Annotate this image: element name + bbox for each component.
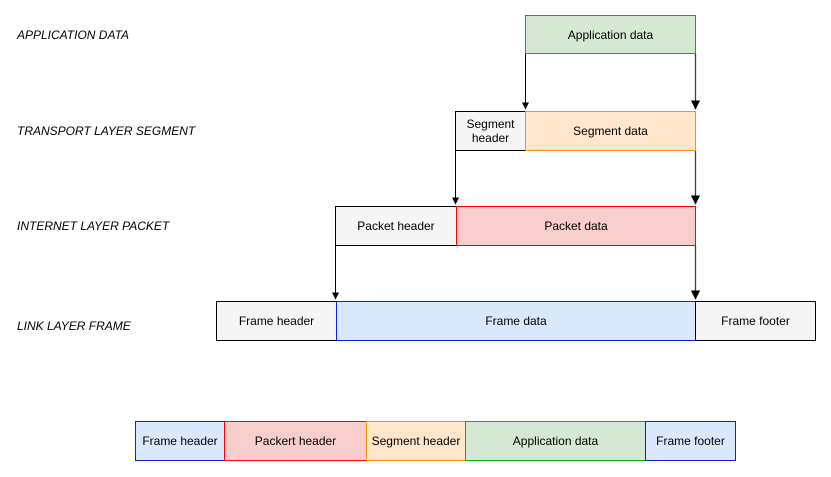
packet-header-box: Packet header — [335, 206, 457, 246]
encapsulated-frame-header-segment: Frame header — [135, 421, 225, 461]
frame-footer-box: Frame footer — [695, 301, 816, 341]
encapsulated-application-data-segment: Application data — [465, 421, 646, 461]
segment-header-box: Segment header — [455, 111, 526, 151]
frame-header-box: Frame header — [216, 301, 337, 341]
label-application-data: APPLICATION DATA — [17, 28, 130, 42]
segment-data-box: Segment data — [525, 111, 696, 151]
encapsulated-frame-footer-segment: Frame footer — [645, 421, 736, 461]
label-link-layer-frame: LINK LAYER FRAME — [17, 319, 131, 333]
label-internet-layer-packet: INTERNET LAYER PACKET — [17, 219, 170, 233]
label-transport-layer-segment: TRANSPORT LAYER SEGMENT — [17, 124, 196, 138]
packet-data-box: Packet data — [456, 206, 696, 246]
application-data-box: Application data — [525, 15, 696, 54]
frame-data-box: Frame data — [336, 301, 696, 341]
encapsulated-segment-header-segment: Segment header — [366, 421, 466, 461]
encapsulated-packet-header-segment: Packert header — [224, 421, 367, 461]
